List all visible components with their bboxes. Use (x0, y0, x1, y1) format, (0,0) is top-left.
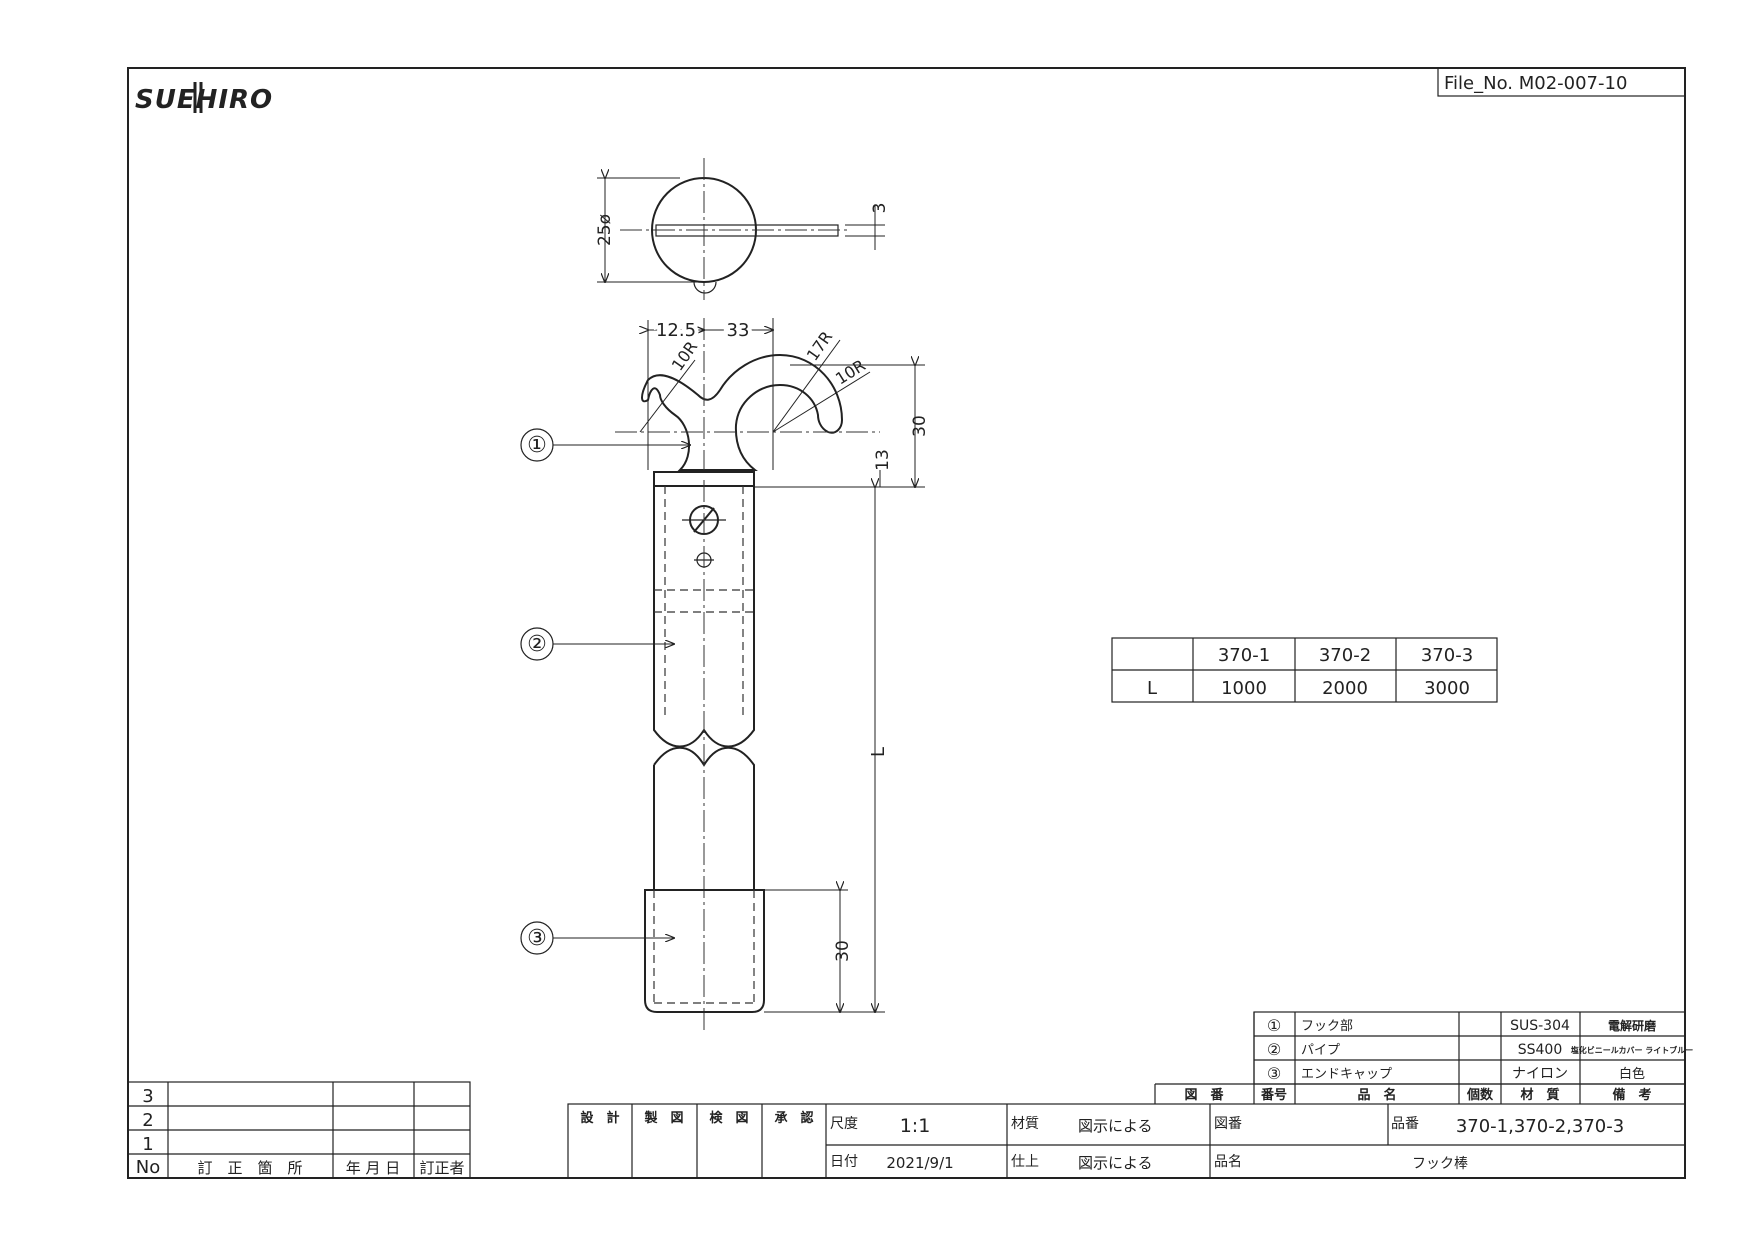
dim-diameter: 25ø (595, 214, 615, 246)
length-table-header-1: 370-1 (1218, 645, 1270, 666)
length-table-header-2: 370-2 (1319, 645, 1371, 666)
length-table-header-3: 370-3 (1421, 645, 1473, 666)
parts-row-2-name: パイプ (1301, 1043, 1340, 1058)
svg-text:③: ③ (527, 926, 547, 951)
svg-text:①: ① (527, 433, 547, 458)
title-finish: 図示による (1078, 1154, 1153, 1172)
dim-r10-left: 10R (668, 338, 702, 375)
svg-text:33: 33 (727, 320, 750, 341)
length-table (1111, 637, 1498, 703)
title-product-name: フック棒 (1412, 1156, 1468, 1172)
dim-33: 33 (727, 320, 750, 341)
svg-text:File_No. M02-007-10: File_No. M02-007-10 (1444, 73, 1627, 94)
parts-row-2-material: SS400 (1518, 1042, 1563, 1058)
parts-header-zuban: 図 番 (1184, 1087, 1224, 1103)
parts-row-1-note: 電解研磨 (1608, 1018, 1656, 1033)
revision-table (127, 1081, 471, 1179)
revision-header-no: No (136, 1157, 160, 1178)
parts-row-3-note: 白色 (1619, 1066, 1645, 1082)
title-finish-label: 仕上 (1011, 1154, 1039, 1170)
dim-r10-right: 10R (832, 356, 869, 389)
revision-header-place: 訂 正 箇 所 (197, 1159, 302, 1177)
title-scale: 1:1 (900, 1115, 931, 1137)
title-design: 設 計 (580, 1110, 619, 1126)
revision-row-3: 3 (142, 1086, 153, 1107)
dim-30-cap: 30 (833, 940, 853, 962)
file-number-box: File_No. M02-007-10 (1437, 67, 1686, 97)
pipe-part (653, 471, 755, 1030)
dim-plate: 3 (870, 203, 890, 214)
length-table-row-label: L (1147, 678, 1157, 699)
parts-header-kosu: 個数 (1466, 1087, 1494, 1103)
title-drawing-no-label: 図番 (1214, 1116, 1242, 1132)
svg-text:L: L (868, 747, 889, 757)
dim-30-hook: 30 (910, 415, 930, 437)
parts-row-1-material: SUS-304 (1510, 1018, 1570, 1034)
dim-12-5: 12.5 (656, 320, 696, 341)
length-table-cell-3: 3000 (1424, 678, 1470, 699)
dim-r17: 17R (803, 328, 837, 365)
title-material-label: 材質 (1011, 1116, 1039, 1132)
length-table-cell-1: 1000 (1221, 678, 1267, 699)
title-approve: 承 認 (774, 1110, 813, 1126)
title-product-name-label: 品名 (1214, 1154, 1242, 1170)
balloon-1: ① (520, 428, 690, 462)
parts-row-3-no: ③ (1267, 1064, 1281, 1083)
revision-row-1: 1 (142, 1134, 153, 1155)
title-part-no: 370-1,370-2,370-3 (1456, 1116, 1624, 1137)
title-block (567, 1103, 1686, 1179)
title-part-no-label: 品番 (1391, 1116, 1419, 1132)
end-cap-part: 30 (644, 890, 853, 1013)
svg-text:②: ② (527, 632, 547, 657)
svg-text:12.5: 12.5 (656, 320, 696, 341)
parts-row-2-no: ② (1267, 1040, 1281, 1059)
parts-header-zaishitsu: 材 質 (1520, 1087, 1559, 1103)
parts-header-hinmei: 品 名 (1357, 1087, 1396, 1103)
suehiro-logo: SUEHIRO (135, 82, 273, 115)
parts-row-3-name: エンドキャップ (1301, 1067, 1392, 1082)
parts-row-2-note: 塩化ビニールカバー ライトブルー (1571, 1045, 1694, 1055)
parts-row-1-name: フック部 (1301, 1019, 1353, 1034)
balloon-3: ③ (520, 921, 674, 955)
parts-header-bango: 番号 (1260, 1087, 1287, 1103)
revision-row-2: 2 (142, 1110, 153, 1131)
title-scale-label: 尺度 (830, 1116, 858, 1132)
hook-part: 12.5 12.5 33 33 10R 17R 10R 30 13 (615, 316, 930, 487)
parts-list (1154, 1011, 1686, 1104)
parts-row-3-material: ナイロン (1512, 1066, 1568, 1082)
revision-header-by: 訂正者 (419, 1159, 464, 1177)
revision-header-date: 年 月 日 (346, 1159, 401, 1177)
dim-13: 13 (873, 449, 893, 471)
title-date-label: 日付 (830, 1154, 858, 1170)
parts-row-1-no: ① (1267, 1016, 1281, 1035)
title-date: 2021/9/1 (886, 1154, 953, 1172)
title-check: 検 図 (709, 1110, 748, 1126)
balloon-2: ② (520, 627, 674, 661)
top-view: 25ø 3 (595, 158, 890, 300)
svg-text:SUEHIRO: SUEHIRO (135, 85, 273, 115)
length-table-cell-2: 2000 (1322, 678, 1368, 699)
length-dimension: L (764, 487, 889, 1012)
title-material: 図示による (1078, 1117, 1153, 1135)
parts-header-biko: 備 考 (1612, 1087, 1651, 1103)
title-drafting: 製 図 (643, 1110, 683, 1126)
